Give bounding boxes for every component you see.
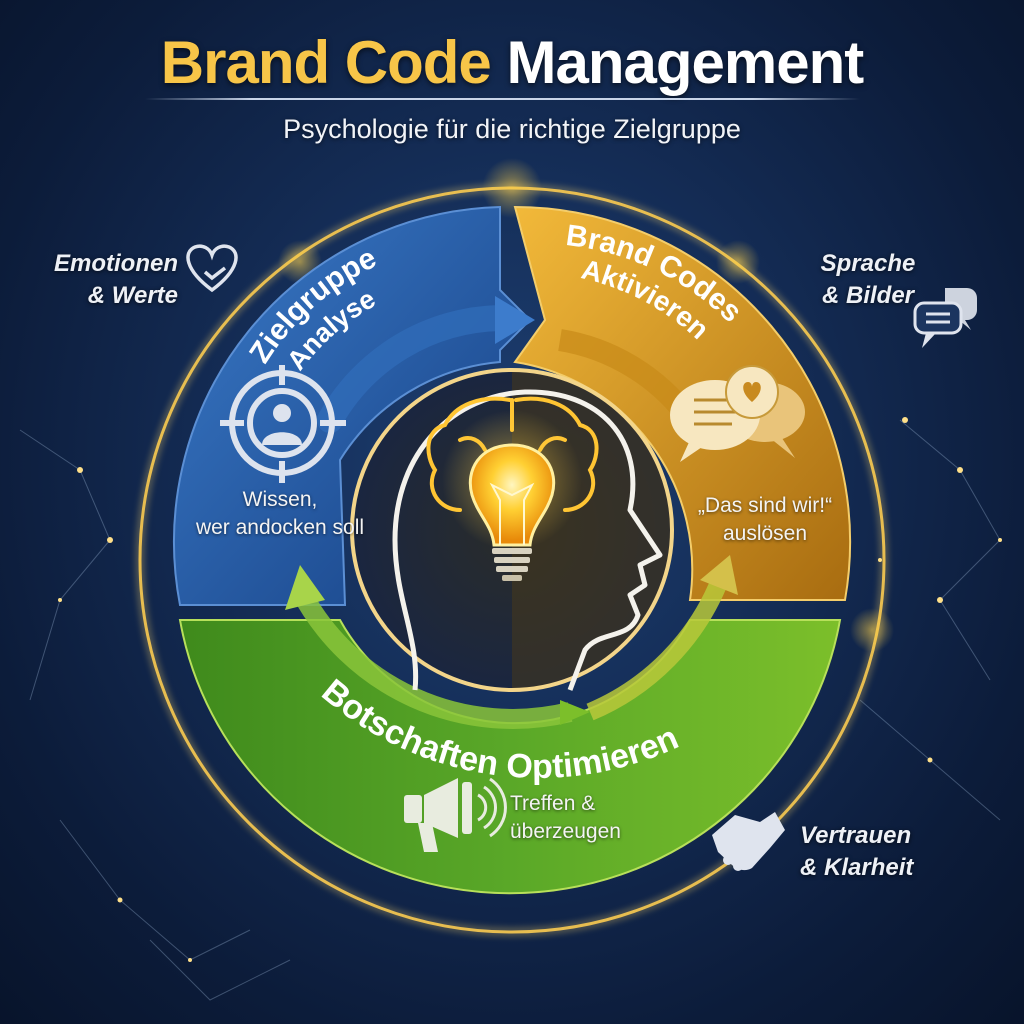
segment-zielgruppe-description: Wissen, wer andocken soll	[195, 488, 365, 539]
megaphone-icon	[404, 777, 507, 852]
arrow-up-right-icon	[700, 555, 738, 595]
chat-bubbles-heart-icon	[670, 365, 805, 462]
corner-sprache-bilder: Sprache & Bilder	[820, 250, 916, 309]
title-divider	[145, 98, 860, 100]
segment-brand-codes-description: „Das sind wir!“ auslösen	[697, 494, 833, 545]
speech-bubbles-icon	[913, 288, 977, 348]
head-profile-icon	[392, 389, 663, 691]
page-subtitle: Psychologie für die richtige Zielgruppe	[283, 114, 741, 144]
corner-vertrauen-klarheit: Vertrauen & Klarheit	[800, 822, 914, 881]
lightbulb-icon	[442, 410, 582, 581]
heart-check-icon	[186, 244, 238, 293]
page-title: Brand Code Management	[0, 28, 1024, 97]
handshake-icon	[712, 812, 785, 871]
segment-botschaften-description: Treffen & überzeugen	[510, 792, 621, 843]
title-brand-code: Brand Code	[160, 29, 492, 96]
corner-emotionen-werte: Emotionen & Werte	[54, 250, 178, 309]
arrow-up-left-icon	[285, 565, 325, 610]
title-management: Management	[506, 29, 864, 96]
target-person-icon	[220, 365, 346, 483]
